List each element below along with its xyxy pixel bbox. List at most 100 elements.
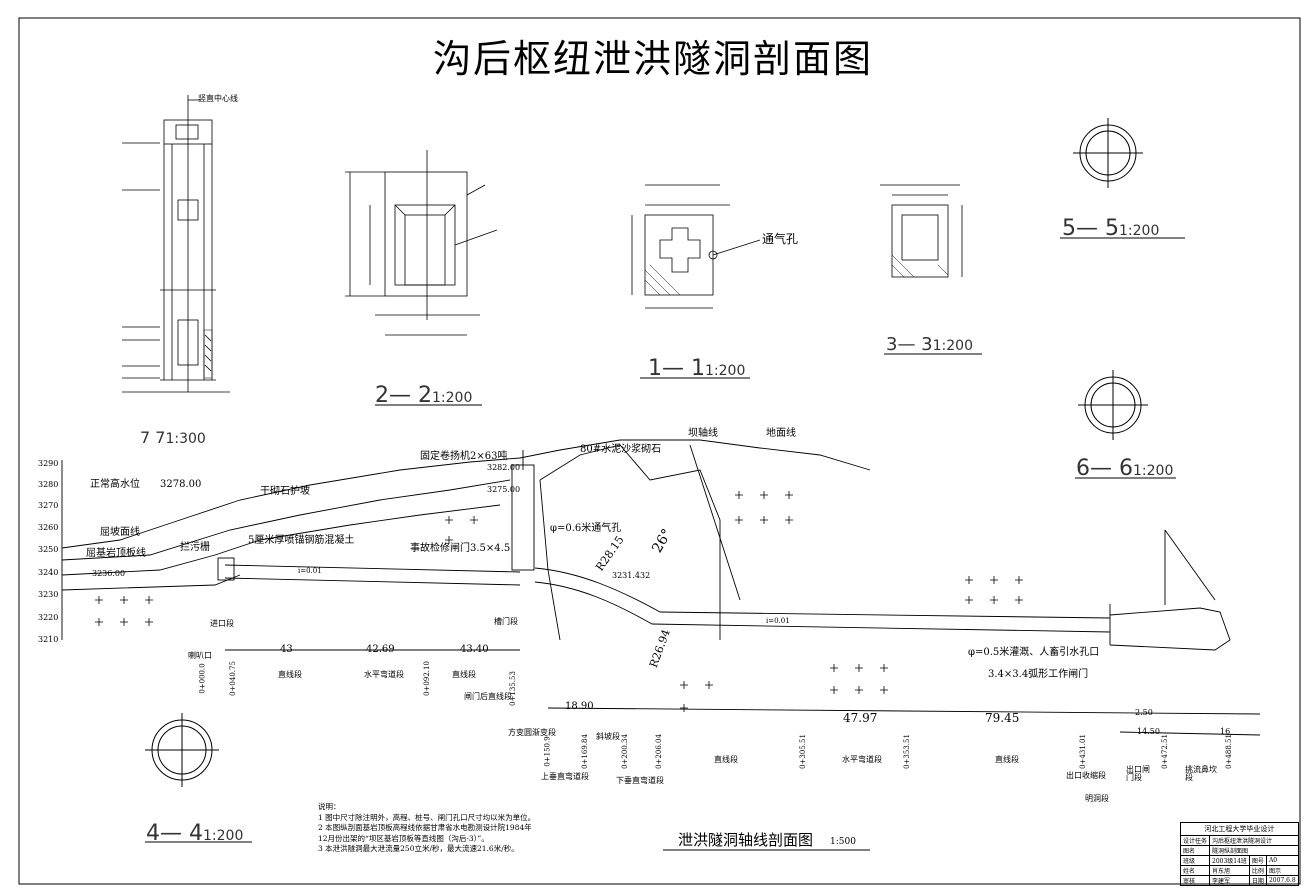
label-silt-line: 屈坡面线 [100, 527, 140, 538]
section-5-5-drawing [1073, 118, 1143, 188]
station: 0+040.75 [228, 661, 237, 696]
section-scale: 1:300 [165, 431, 206, 447]
section-4-4-label: 4— 41:200 [146, 823, 243, 845]
section-scale: 1:200 [203, 828, 244, 844]
section-2-2-label: 2— 21:200 [375, 385, 472, 407]
dim-value: 2.50 [1135, 708, 1153, 717]
label-bellmouth: 喇叭口 [188, 651, 212, 660]
station: 0+472.51 [1160, 734, 1169, 769]
section-1-1-label: 1— 11:200 [648, 358, 745, 380]
label-arc-gate: 3.4×3.4弧形工作闸门 [988, 669, 1089, 680]
section-2-2-drawing [345, 150, 498, 336]
main-profile-scale: 1:500 [830, 837, 856, 847]
tb-cell: 李建军 [1209, 875, 1250, 886]
station: 0+206.04 [654, 734, 663, 769]
section-name: 3— 3 [886, 334, 933, 355]
label-gate-slot: 槽门段 [494, 617, 518, 626]
tb-cell: A0 [1265, 855, 1299, 866]
label-trash-rack: 拦污栅 [180, 542, 210, 553]
section-scale: 1:200 [932, 338, 973, 354]
dim-value: 14.50 [1137, 727, 1160, 736]
dim-value: 43.40 [460, 644, 489, 655]
main-profile [61, 237, 1261, 851]
label-horizontal-curve-1: 水平弯道段 [364, 670, 404, 679]
station: 0+488.51 [1224, 734, 1233, 769]
label-el-3275: 3275.00 [487, 485, 521, 494]
label-after-gate: 闸门后直线段 [464, 692, 512, 701]
y-tick: 3280 [38, 480, 59, 489]
dim-value: 47.97 [843, 711, 878, 725]
school-name: 河北工程大学毕业设计 [1180, 822, 1299, 836]
tb-cell: 日期 [1248, 875, 1267, 886]
label-inlet-section: 进口段 [210, 619, 234, 628]
tb-cell: 班级 [1179, 855, 1211, 866]
label-flip-bucket: 挑流鼻坎段 [1185, 765, 1217, 782]
y-tick: 3240 [38, 568, 59, 577]
station: 0+353.51 [902, 734, 911, 769]
section-3-3-drawing [880, 184, 963, 278]
section-scale: 1:200 [705, 363, 746, 379]
label-lower-curve: 下垂直弯道段 [616, 776, 664, 785]
station: 0+000.0 [198, 663, 207, 694]
tb-cell: 隧洞纵剖面图 [1209, 845, 1299, 856]
y-tick: 3210 [38, 635, 59, 644]
section-1-1-drawing [631, 184, 761, 309]
label-slope-2: i=0.01 [766, 617, 790, 625]
label-straight-4: 直线段 [995, 755, 1019, 764]
label-outlet-gate: 出口闸门段 [1126, 765, 1150, 782]
section-6-6-drawing [1078, 370, 1148, 440]
label-straight-2: 直线段 [452, 670, 476, 679]
label-normal-water: 正常高水位 [90, 479, 140, 490]
tb-cell: 2003级14班 [1209, 855, 1250, 866]
y-tick: 3230 [38, 590, 59, 599]
label-maintenance-gate: 事故检修闸门3.5×4.5 [410, 543, 511, 554]
notes: 说明： 1 图中尺寸除注明外，高程、桩号、闸门孔口尺寸均以米为单位。 2 本图纵… [318, 802, 535, 855]
y-tick: 3270 [38, 501, 59, 510]
tb-cell: 姓名 [1179, 865, 1211, 876]
station: 0+092.10 [422, 661, 431, 696]
y-tick: 3260 [38, 523, 59, 532]
label-el-3231: 3231.432 [612, 571, 651, 580]
dim-value: 43 [280, 644, 293, 655]
rock-hatch [95, 491, 1023, 712]
section-scale: 1:200 [1133, 463, 1174, 479]
tb-cell: 2007.6.8 [1265, 875, 1299, 886]
tb-cell: 比例 [1248, 865, 1267, 876]
label-dam-axis: 坝轴线 [688, 428, 718, 439]
section-6-6-label: 6— 61:200 [1076, 458, 1173, 480]
label-outlet-contraction: 出口收缩段 [1066, 771, 1106, 780]
section-7-7-label: 7 71:300 [140, 430, 206, 447]
section-scale: 1:200 [432, 390, 473, 406]
label-irrigation-hole: φ=0.5米灌溉、人畜引水孔口 [968, 647, 1100, 658]
station: 0+431.01 [1078, 734, 1087, 769]
label-ground-line: 地面线 [766, 428, 796, 439]
tb-cell: 图名 [1179, 845, 1211, 856]
label-straight-1: 直线段 [278, 670, 302, 679]
label-vertical-centerline: 竖直中心线 [198, 94, 238, 103]
note-line: 1 图中尺寸除注明外，高程、桩号、闸门孔口尺寸均以米为单位。 [318, 812, 536, 822]
drawing-title: 沟后枢纽泄洪隧洞剖面图 [432, 37, 873, 81]
label-vent-hole: 通气孔 [762, 232, 799, 246]
section-5-5-label: 5— 51:200 [1062, 218, 1159, 240]
station: 0+169.84 [580, 734, 589, 769]
label-upper-curve: 上垂直弯道段 [541, 772, 589, 781]
label-open-channel: 明洞段 [1085, 794, 1109, 803]
label-slope-section: 斜坡段 [596, 732, 620, 741]
title-block: 河北工程大学毕业设计 设计任务 沟后枢纽泄洪隧洞设计 图名 隧洞纵剖面图 班级 … [1179, 822, 1299, 886]
section-4-4-drawing [145, 713, 219, 787]
dim-value: 42.69 [366, 644, 395, 655]
dim-value: 18.90 [565, 701, 594, 712]
main-profile-title: 泄洪隧洞轴线剖面图 [678, 831, 814, 849]
label-horizontal-curve-2: 水平弯道段 [842, 755, 882, 764]
y-tick: 3290 [38, 459, 59, 468]
section-name: 2— 2 [375, 383, 432, 408]
tb-cell: 审核 [1179, 875, 1211, 886]
label-el-3236: 3236.00 [92, 569, 126, 578]
note-line: 12月份出架的“坝区基岩顶板等直线图（沟后-3）”。 [318, 833, 489, 843]
tb-cell: 肖东旭 [1209, 865, 1250, 876]
section-name: 6— 6 [1076, 456, 1133, 481]
section-name: 4— 4 [146, 821, 203, 846]
label-shotcrete: 5厘米厚喷锚钢筋混凝土 [248, 535, 355, 546]
label-bedrock-line: 屈基岩顶板线 [86, 548, 146, 559]
note-line: 2 本图纵剖面基岩顶板高程线依据甘肃省水电勘测设计院1984年 [318, 823, 532, 832]
